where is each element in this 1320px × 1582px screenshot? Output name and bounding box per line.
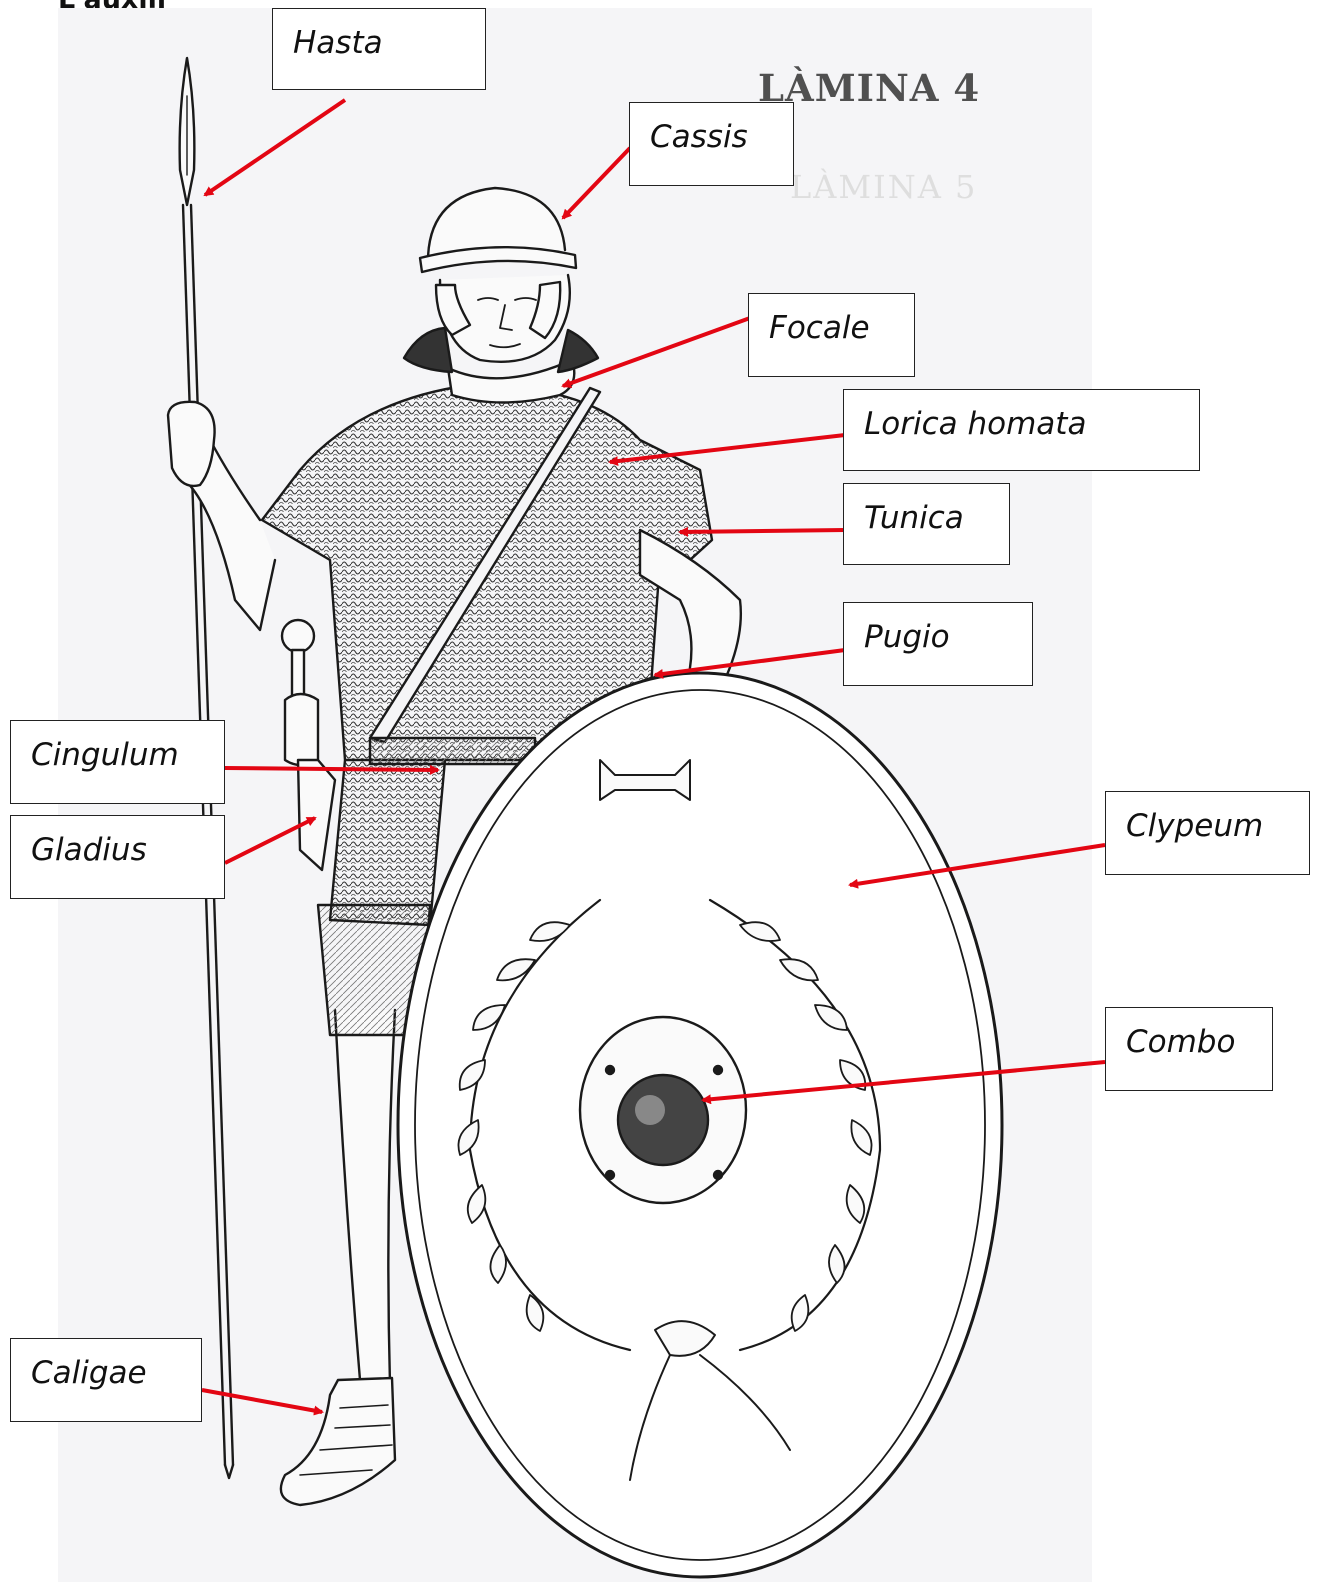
arrow-tunica xyxy=(680,530,845,532)
label-combo-text: Combo xyxy=(1126,1024,1235,1060)
arrow-caligae xyxy=(202,1390,322,1412)
label-combo: Combo xyxy=(1105,1007,1273,1091)
label-lorica-text: Lorica homata xyxy=(864,406,1086,442)
label-caligae-text: Caligae xyxy=(31,1355,147,1391)
arrow-cassis xyxy=(563,148,630,218)
label-clypeum: Clypeum xyxy=(1105,791,1310,875)
arrow-cingulum xyxy=(225,768,438,770)
label-tunica: Tunica xyxy=(843,483,1010,565)
label-cingulum: Cingulum xyxy=(10,720,225,804)
label-focale: Focale xyxy=(748,293,915,377)
label-pugio-text: Pugio xyxy=(864,619,950,655)
label-cingulum-text: Cingulum xyxy=(31,737,179,773)
caligae-sandal xyxy=(281,1378,395,1505)
label-cassis: Cassis xyxy=(629,102,794,186)
label-tunica-text: Tunica xyxy=(864,500,964,536)
label-hasta-text: Hasta xyxy=(293,25,383,61)
label-hasta: Hasta xyxy=(272,8,486,90)
label-cassis-text: Cassis xyxy=(650,119,748,155)
label-focale-text: Focale xyxy=(769,310,870,346)
label-clypeum-text: Clypeum xyxy=(1126,808,1263,844)
label-pugio: Pugio xyxy=(843,602,1033,686)
cingulum-belt xyxy=(370,738,535,764)
arrow-hasta xyxy=(205,100,345,195)
label-lorica: Lorica homata xyxy=(843,389,1200,471)
right-hand xyxy=(168,402,215,486)
clypeum-shield xyxy=(398,673,1002,1577)
arrow-pugio xyxy=(655,650,845,675)
label-gladius-text: Gladius xyxy=(31,832,147,868)
label-gladius: Gladius xyxy=(10,815,225,899)
label-caligae: Caligae xyxy=(10,1338,202,1422)
helmet-and-head xyxy=(404,188,598,372)
left-leg xyxy=(335,1010,395,1385)
focale-scarf xyxy=(448,360,574,403)
